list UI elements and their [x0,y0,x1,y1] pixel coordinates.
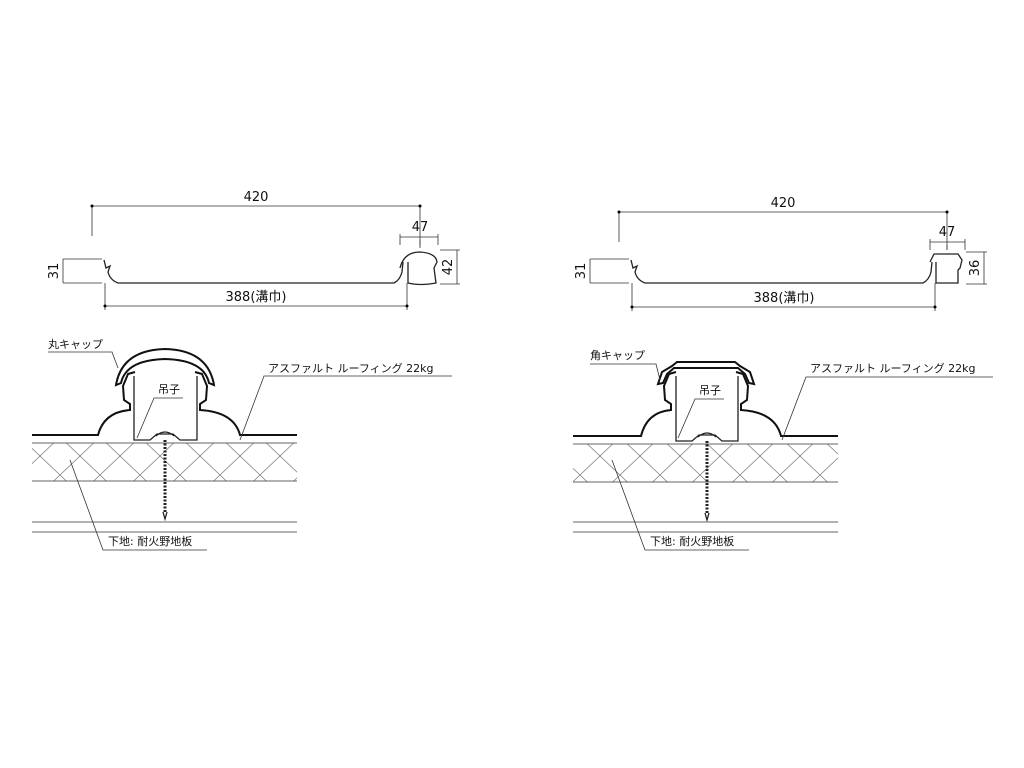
label-clip: 吊子 [158,383,180,396]
label-base: 下地: 耐火野地板 [108,534,192,548]
dim-total: 420 [771,196,796,211]
dim-cap-width: 47 [412,220,429,235]
label-roofing: アスファルト ルーフィング 22kg [268,361,433,375]
left-profile: 420 47 42 31 388(溝巾) [47,190,460,310]
dim-cap-height: 42 [441,259,456,276]
dim-total: 420 [244,190,269,205]
dim-cap-width: 47 [939,225,956,240]
dim-panel-height: 31 [574,263,589,280]
label-roofing: アスファルト ルーフィング 22kg [810,361,975,375]
left-section: 丸キャップ 吊子 アスファルト ルーフィング 22kg 下地: 耐火野地板 [32,338,452,551]
label-square-cap: 角キャップ [590,349,645,362]
right-section: 角キャップ 吊子 アスファルト ルーフィング 22kg 下地: 耐火野地板 [573,349,993,551]
dim-cap-height: 36 [968,260,983,277]
label-clip: 吊子 [699,384,721,397]
dim-groove: 388(溝巾) [226,290,287,305]
dim-groove: 388(溝巾) [754,291,815,306]
right-profile: 420 47 36 31 388(溝巾) [574,196,987,311]
dim-panel-height: 31 [47,263,62,280]
label-base: 下地: 耐火野地板 [650,534,734,548]
label-round-cap: 丸キャップ [48,338,103,351]
